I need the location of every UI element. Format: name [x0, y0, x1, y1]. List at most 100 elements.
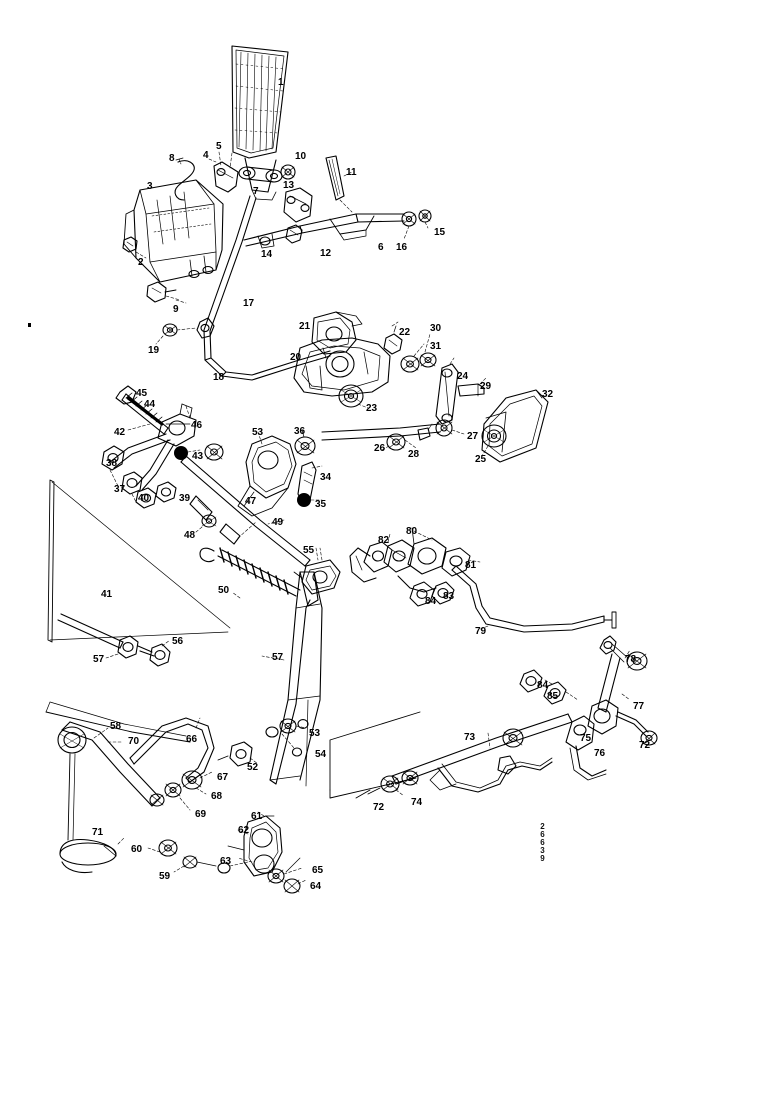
part-47-bushing [204, 443, 224, 461]
part-80-85-hardware-cluster [349, 527, 481, 607]
callout-number-66: 66 [186, 734, 198, 745]
part-58-70-rod-group [45, 701, 191, 841]
part-2-nut [122, 236, 147, 259]
callout-number-54: 54 [315, 749, 327, 760]
callout-number-36: 36 [294, 426, 306, 437]
part-37-40-arm-cluster [101, 433, 177, 509]
callout-number-37: 37 [114, 484, 126, 495]
part-13-arm-bracket [283, 187, 313, 223]
part-17-18-bent-rod [196, 195, 331, 381]
callout-number-60: 60 [131, 844, 143, 855]
callout-number-64: 64 [310, 881, 322, 892]
callout-number-78: 78 [625, 654, 637, 665]
callout-number-73: 73 [464, 732, 476, 743]
part-32-housing [481, 389, 549, 463]
callout-number-30: 30 [430, 323, 442, 334]
part-36-bushing [294, 429, 316, 456]
callout-number-12: 12 [320, 248, 332, 259]
part-21-case-upper [311, 311, 363, 359]
part-41-cable [47, 479, 231, 667]
callout-number-48: 48 [184, 530, 196, 541]
callout-number-27: 27 [467, 431, 479, 442]
callout-number-72: 72 [373, 802, 385, 813]
part-64-65-hardware [267, 857, 307, 894]
callout-number-31: 31 [430, 341, 442, 352]
callout-number-69: 69 [195, 809, 207, 820]
callout-number-15: 15 [434, 227, 446, 238]
callout-number-8: 8 [169, 153, 175, 164]
callout-number-84: 84 [425, 596, 437, 607]
callout-number-57: 57 [93, 654, 105, 665]
callout-number-7: 7 [253, 186, 259, 197]
part-1-pedal-pad [231, 45, 289, 201]
part-79-long-rod [451, 565, 617, 633]
callout-number-84: 84 [537, 680, 549, 691]
callout-number-67: 67 [217, 772, 229, 783]
callout-number-55: 55 [303, 545, 315, 556]
callout-number-9: 9 [173, 304, 179, 315]
part-23-pulley [338, 384, 369, 409]
callout-number-6: 6 [378, 242, 384, 253]
callout-number-75: 75 [580, 733, 592, 744]
callout-number-35: 35 [315, 499, 327, 510]
part-4-pin [208, 158, 217, 163]
callout-number-62: 62 [238, 825, 250, 836]
part-67-69-hardware [149, 770, 213, 811]
callout-number-77: 77 [633, 701, 645, 712]
callout-number-57: 57 [272, 652, 284, 663]
callout-number-5: 5 [216, 141, 222, 152]
callout-number-21: 21 [299, 321, 311, 332]
callout-number-63: 63 [220, 856, 232, 867]
callout-number-18: 18 [213, 372, 225, 383]
callout-number-46: 46 [191, 420, 203, 431]
part-44-45-shaft [115, 385, 169, 435]
callout-number-41: 41 [101, 589, 113, 600]
part-11-detent-spring [325, 155, 353, 213]
callout-number-65: 65 [312, 865, 324, 876]
callout-number-32: 32 [542, 389, 554, 400]
part-74-joint [355, 770, 419, 799]
callout-number-26: 26 [374, 443, 386, 454]
callout-number-38: 38 [106, 458, 118, 469]
part-14-bushing [285, 224, 303, 244]
callout-number-43: 43 [192, 451, 204, 462]
callout-number-29: 29 [480, 381, 492, 392]
part-22-bolt [383, 321, 403, 355]
callout-number-25: 25 [475, 454, 487, 465]
part-10-bushing [280, 164, 296, 180]
callout-number-83: 83 [443, 591, 455, 602]
part-57-link-plate [261, 571, 323, 787]
callout-number-44: 44 [144, 399, 156, 410]
callout-number-47: 47 [245, 496, 257, 507]
sheet-watermark: 26639 [538, 822, 547, 862]
part-52-clamp [217, 741, 259, 767]
part-34-35-bolt [297, 461, 323, 507]
part-43-pivot-ball [174, 446, 201, 460]
rockshaft-frame [329, 711, 553, 799]
callout-number-61: 61 [251, 811, 263, 822]
callout-number-52: 52 [247, 762, 259, 773]
callout-number-16: 16 [396, 242, 408, 253]
callout-number-50: 50 [218, 585, 230, 596]
callout-number-34: 34 [320, 472, 332, 483]
part-24-lever [435, 357, 459, 425]
callout-number-11: 11 [346, 167, 357, 178]
callout-number-56: 56 [172, 636, 184, 647]
callout-number-72: 72 [639, 740, 651, 751]
callout-number-74: 74 [411, 797, 423, 808]
callout-number-3: 3 [147, 181, 153, 192]
callout-number-71: 71 [92, 827, 104, 838]
part-72-75-76-hardware [565, 699, 658, 781]
callout-number-53: 53 [309, 728, 321, 739]
part-5-link [213, 151, 239, 193]
part-19-washer [155, 323, 197, 345]
stray-mark [28, 323, 31, 327]
callout-number-14: 14 [261, 249, 273, 260]
part-84-85-right [519, 669, 579, 705]
callout-number-1: 1 [278, 77, 284, 88]
callout-number-82: 82 [378, 535, 390, 546]
part-29-rod [457, 377, 487, 397]
callout-number-39: 39 [179, 493, 191, 504]
